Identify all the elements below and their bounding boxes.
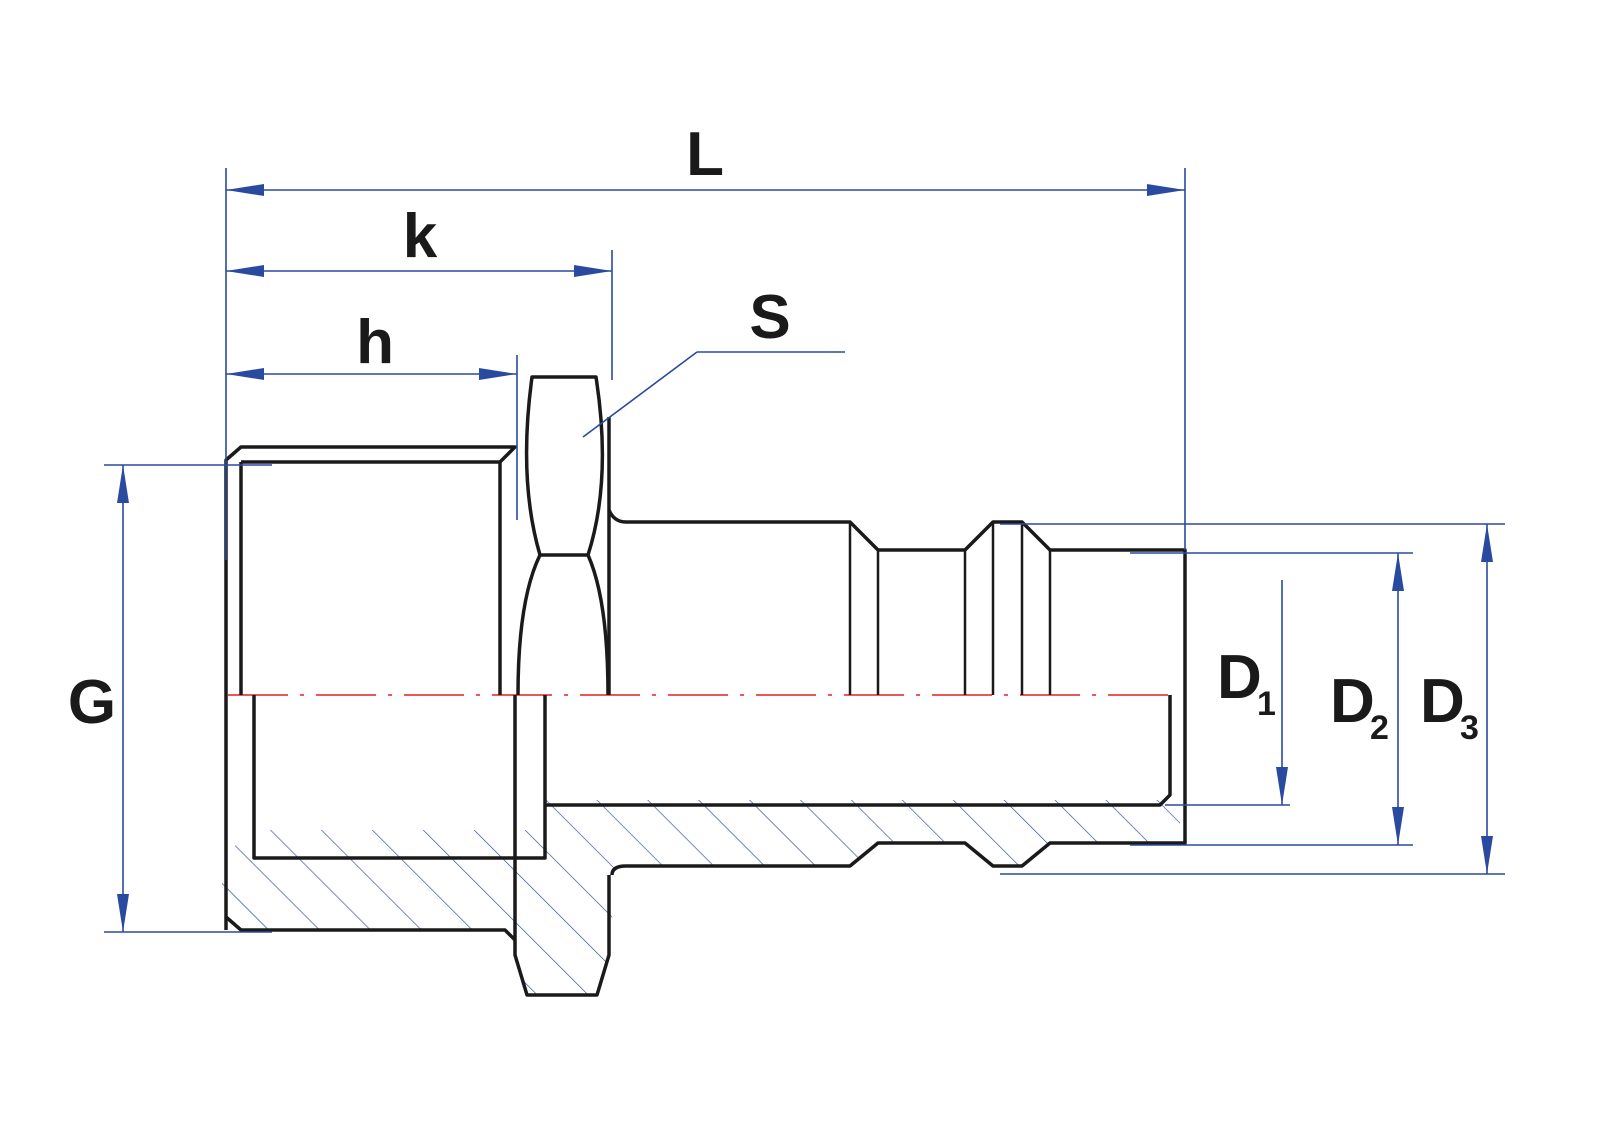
dimension-k (226, 250, 613, 380)
inner-bore (252, 695, 547, 860)
label-D2: D 2 (1330, 667, 1389, 747)
label-G: G (68, 668, 116, 737)
dimension-D3 (1000, 523, 1505, 875)
label-S: S (749, 283, 790, 352)
leader-S (582, 351, 845, 438)
dimension-D2 (1130, 552, 1413, 846)
fitting-outline (224, 375, 1187, 997)
hex-nut (513, 375, 611, 997)
label-D1: D 1 (1217, 643, 1276, 723)
pipe-inner-wall (545, 695, 1172, 807)
dimension-h (226, 355, 518, 520)
section-hatching (222, 800, 1180, 995)
label-k: k (403, 202, 438, 271)
dimension-D1 (1165, 580, 1290, 806)
dimension-L (225, 168, 1186, 560)
dimension-G (104, 464, 272, 933)
label-h: h (356, 308, 394, 377)
thread-bottom-contour (224, 915, 517, 942)
label-D3: D 3 (1420, 667, 1479, 747)
pipe-upper-contour (607, 509, 1187, 876)
label-L: L (686, 120, 724, 189)
